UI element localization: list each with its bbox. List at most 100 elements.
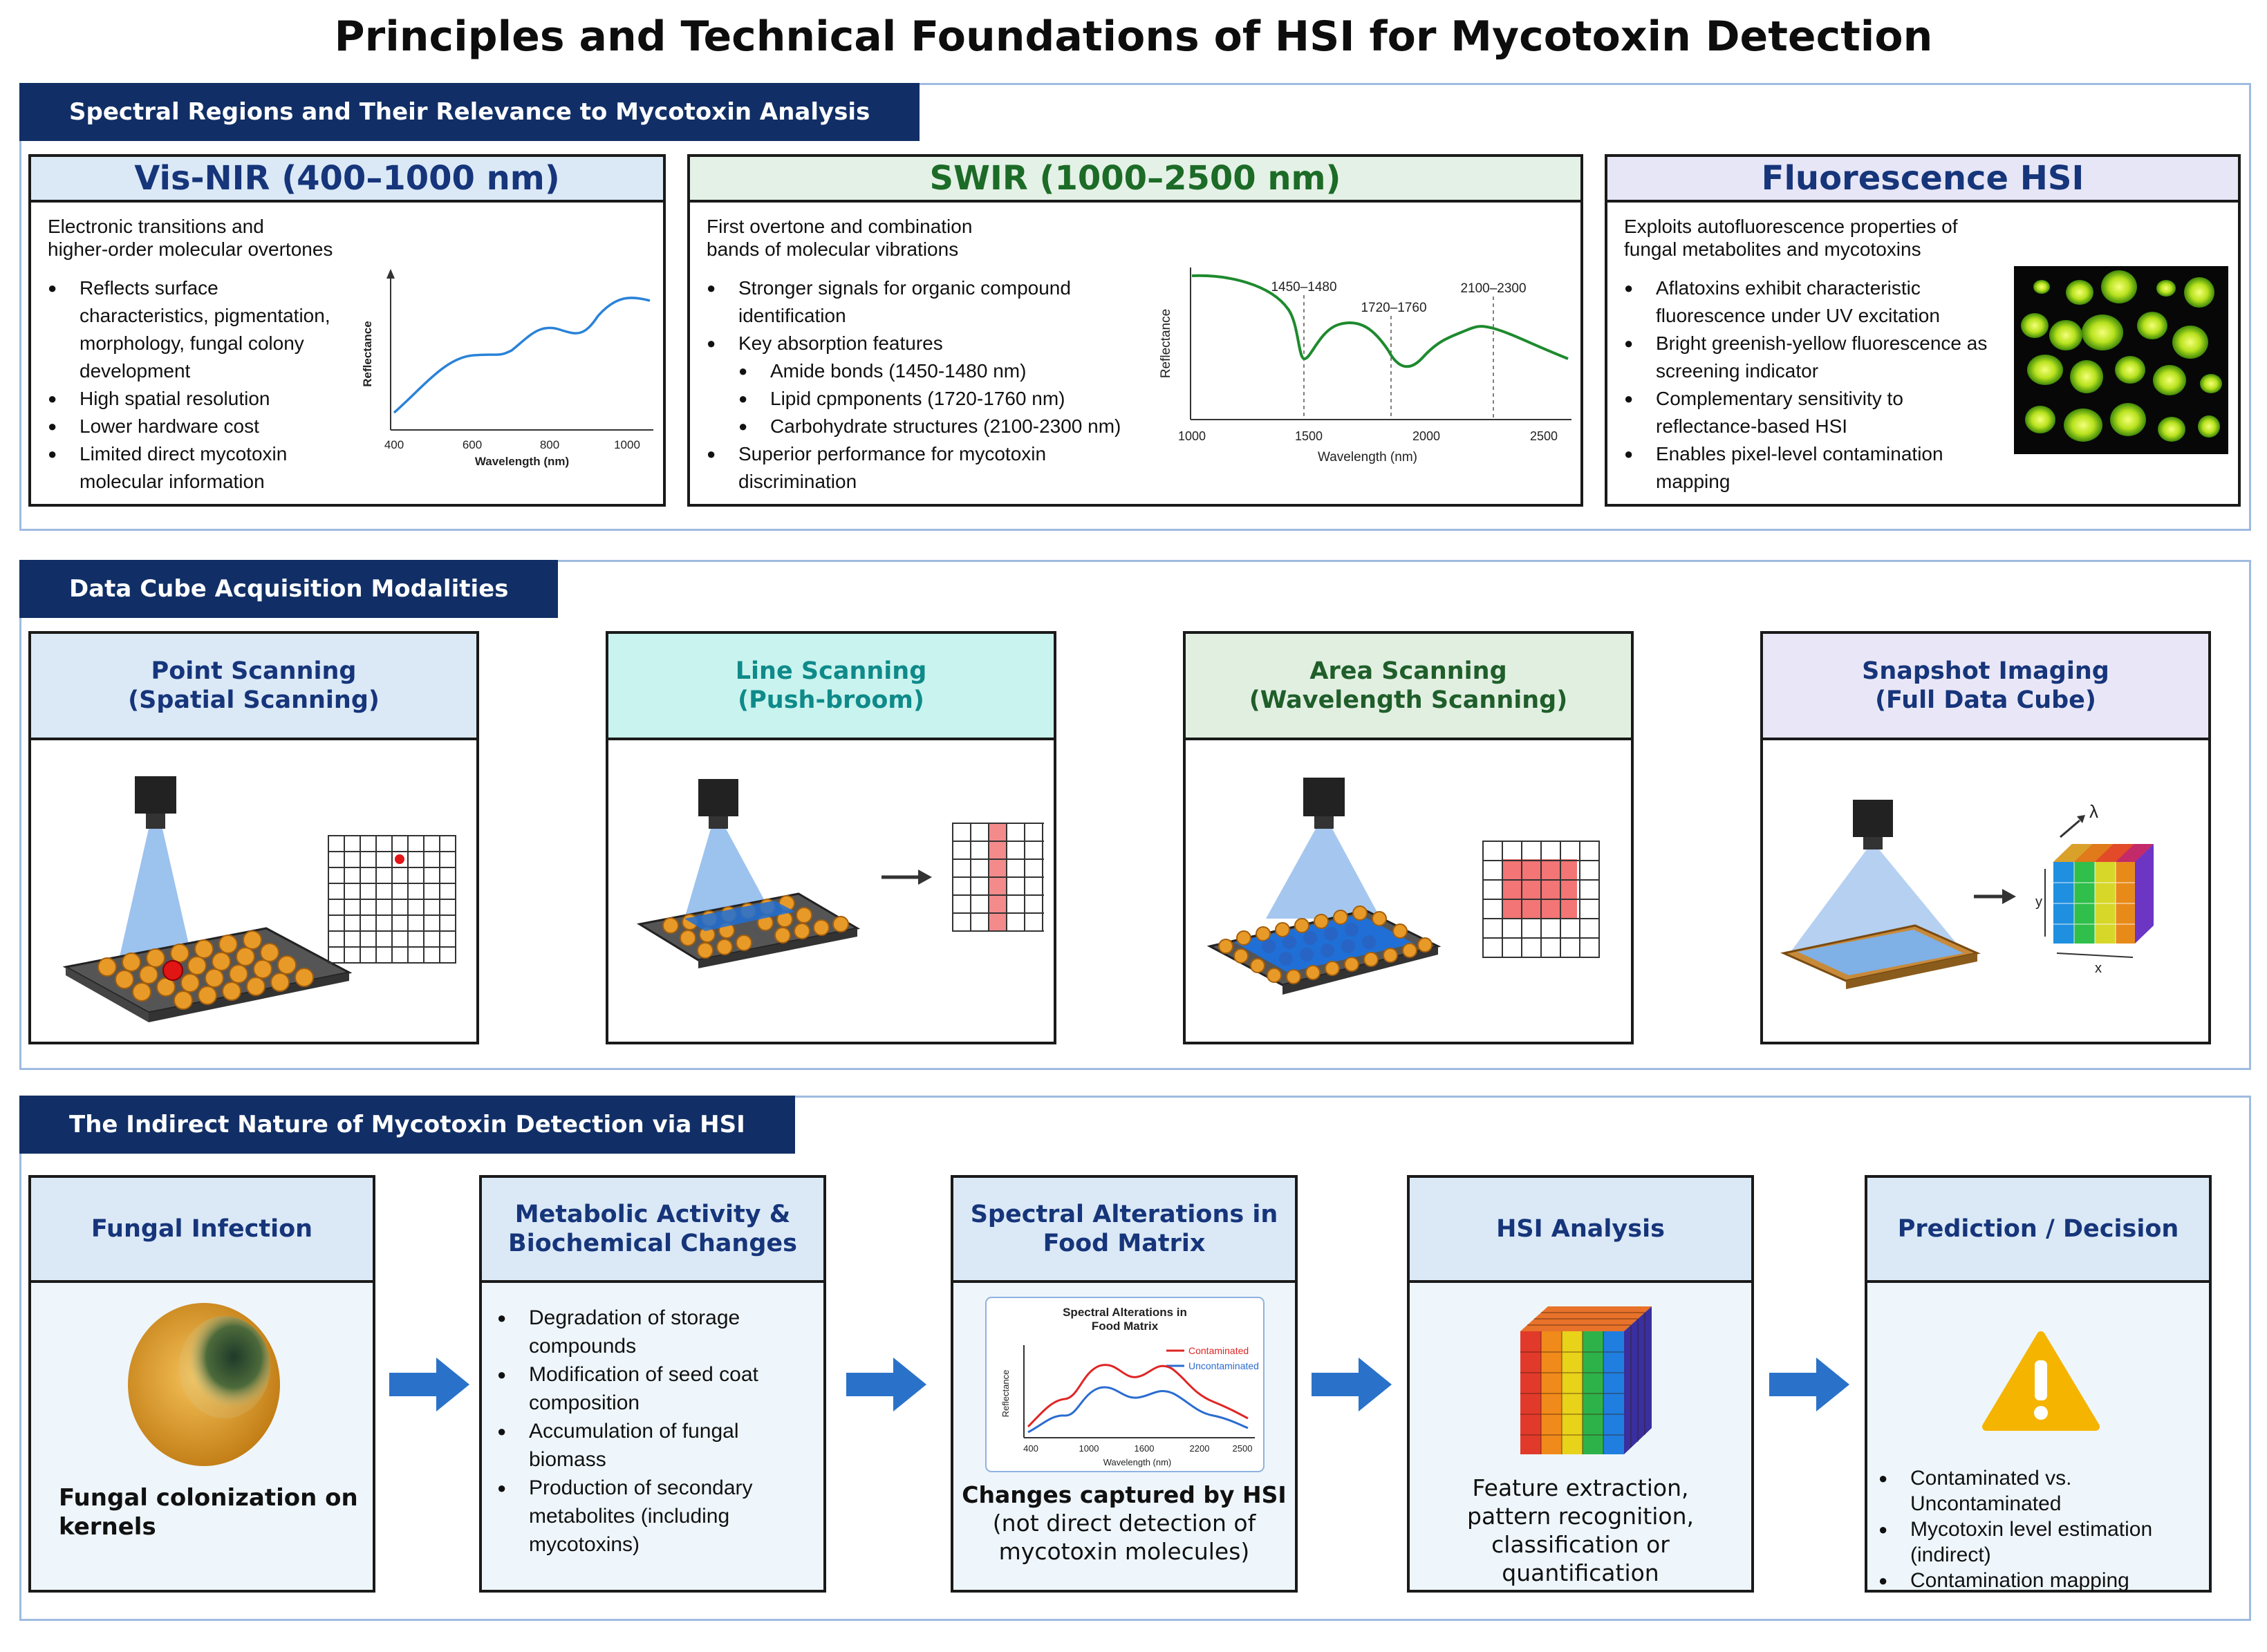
- panel-point-scanning: Point Scanning (Spatial Scanning): [28, 631, 479, 1044]
- prediction-decision-heading: Prediction / Decision: [1867, 1178, 2209, 1283]
- contaminated-curve: [1027, 1364, 1249, 1428]
- flow-arrow-icon: [1769, 1358, 1849, 1411]
- list-item: Amide bonds (1450-1480 nm): [707, 357, 1149, 385]
- line-scanning-illustration: [636, 779, 1044, 968]
- list-item: Bright greenish-yellow fluorescence as s…: [1624, 330, 1997, 385]
- hypercube-icon: [1520, 1306, 1652, 1454]
- hsi-analysis-body: Feature extraction, pattern recognition,…: [1410, 1283, 1751, 1590]
- list-item: Contaminated vs. Uncontaminated: [1878, 1465, 2203, 1517]
- swir-band-label: 1720–1760: [1361, 301, 1426, 315]
- tick-label: 1600: [1135, 1443, 1155, 1454]
- swir-bullets: Stronger signals for organic compound id…: [707, 274, 1149, 496]
- swir-curve: [1191, 274, 1569, 368]
- page-title: Principles and Technical Foundations of …: [334, 12, 1933, 61]
- spectral-regions-section: Spectral Regions and Their Relevance to …: [19, 83, 2251, 531]
- section-tab-acquisition: Data Cube Acquisition Modalities: [19, 560, 559, 618]
- tick-label: 1000: [614, 438, 640, 451]
- tick-label: 800: [540, 438, 559, 451]
- legend-uncontaminated: Uncontaminated: [1188, 1360, 1259, 1371]
- metabolic-activity-heading: Metabolic Activity & Biochemical Changes: [482, 1178, 823, 1283]
- acquisition-modalities-section: Data Cube Acquisition Modalities Point S…: [19, 560, 2251, 1070]
- hsi-analysis-heading: HSI Analysis: [1410, 1178, 1751, 1283]
- list-item: Mycotoxin level estimation (indirect): [1878, 1517, 2203, 1568]
- tick-label: 2000: [1412, 429, 1440, 443]
- tick-label: 600: [463, 438, 482, 451]
- line-scanning-heading: Line Scanning (Push-broom): [608, 634, 1054, 740]
- metabolic-bullets: Degradation of storage compounds Modific…: [497, 1304, 801, 1559]
- mini-chart-xlabel: Wavelength (nm): [1103, 1457, 1172, 1467]
- fungal-infection-heading: Fungal Infection: [31, 1178, 373, 1283]
- list-item: Modification of seed coat composition: [497, 1360, 801, 1417]
- list-item: Production of secondary metabolites (inc…: [497, 1474, 801, 1559]
- tick-label: 2200: [1190, 1443, 1210, 1454]
- panel-swir: SWIR (1000–2500 nm) First overtone and c…: [687, 154, 1583, 507]
- list-item: Carbohydrate structures (2100-2300 nm): [707, 413, 1149, 440]
- list-item: Enables pixel-level contamination mappin…: [1624, 440, 1997, 496]
- list-item: Degradation of storage compounds: [497, 1304, 801, 1360]
- snapshot-imaging-heading: Snapshot Imaging (Full Data Cube): [1763, 634, 2208, 740]
- swir-spectrum-chart: Reflectance 1450–1480 1720–1760 2100–230…: [1159, 267, 1571, 464]
- swir-intro: First overtone and combination bands of …: [707, 216, 973, 260]
- vis-nir-curve: [393, 297, 651, 414]
- panel-vis-nir: Vis-NIR (400–1000 nm) Electronic transit…: [28, 154, 666, 507]
- fluorescence-kernels-image: [2014, 266, 2228, 454]
- panel-area-scanning: Area Scanning (Wavelength Scanning): [1183, 631, 1634, 1044]
- spectral-cube-icon: [2053, 844, 2154, 944]
- list-item: Superior performance for mycotoxin discr…: [707, 440, 1149, 496]
- list-item: Accumulation of fungal biomass: [497, 1417, 801, 1474]
- swir-band-label: 1450–1480: [1271, 280, 1336, 294]
- list-item: Complementary sensitivity to reflectance…: [1624, 385, 1997, 440]
- section-tab-indirect-detection: The Indirect Nature of Mycotoxin Detecti…: [19, 1096, 795, 1154]
- warning-icon: [1982, 1331, 2100, 1431]
- flow-arrow-icon: [1312, 1358, 1392, 1411]
- list-item: High spatial resolution: [48, 385, 352, 413]
- cube-lambda-label: λ: [2089, 801, 2098, 822]
- flow-step-spectral-alterations: Spectral Alterations in Food Matrix Spec…: [951, 1175, 1298, 1593]
- list-item: Key absorption features: [707, 330, 1149, 357]
- list-item: Aflatoxins exhibit characteristic fluore…: [1624, 274, 1997, 330]
- mini-chart-title: Spectral Alterations in: [1063, 1306, 1187, 1319]
- prediction-decision-body: Contaminated vs. Uncontaminated Mycotoxi…: [1867, 1283, 2209, 1593]
- vis-nir-ylabel: Reflectance: [361, 321, 374, 386]
- list-item: Limited direct mycotoxin molecular infor…: [48, 440, 352, 496]
- tick-label: 1000: [1178, 429, 1206, 443]
- tick-label: 400: [1023, 1443, 1038, 1454]
- fluorescence-intro: Exploits autofluorescence properties of …: [1624, 216, 1958, 260]
- hsi-analysis-caption: Feature extraction, pattern recognition,…: [1467, 1474, 1694, 1586]
- vis-nir-xlabel: Wavelength (nm): [475, 455, 569, 468]
- spectral-alterations-chart: Spectral Alterations in Food Matrix Cont…: [985, 1297, 1265, 1472]
- vis-nir-bullets: Reflects surface characteristics, pigmen…: [48, 274, 352, 496]
- tick-label: 2500: [1530, 429, 1558, 443]
- flow-step-fungal-infection: Fungal Infection: [28, 1175, 375, 1593]
- fungal-caption: Fungal colonization on kernels: [59, 1484, 358, 1541]
- area-scanning-illustration: [1206, 778, 1600, 995]
- flow-arrow-icon: [389, 1358, 469, 1411]
- spectral-caption: Changes captured by HSI (not direct dete…: [962, 1481, 1287, 1565]
- fluorescence-bullets: Aflatoxins exhibit characteristic fluore…: [1624, 274, 1997, 496]
- flow-step-metabolic-activity: Metabolic Activity & Biochemical Changes…: [479, 1175, 826, 1593]
- flow-step-prediction-decision: Prediction / Decision Contaminated vs. U…: [1865, 1175, 2212, 1593]
- swir-heading: SWIR (1000–2500 nm): [690, 157, 1580, 203]
- vis-nir-intro: Electronic transitions and higher-order …: [48, 216, 333, 260]
- mini-chart-title: Food Matrix: [1092, 1320, 1159, 1333]
- fluorescence-heading: Fluorescence HSI: [1607, 157, 2238, 203]
- panel-snapshot-imaging: Snapshot Imaging (Full Data Cube): [1760, 631, 2211, 1044]
- tick-label: 2500: [1233, 1443, 1253, 1454]
- tick-label: 400: [384, 438, 404, 451]
- area-scanning-heading: Area Scanning (Wavelength Scanning): [1186, 634, 1631, 740]
- flow-step-hsi-analysis: HSI Analysis Feature extraction,: [1407, 1175, 1754, 1593]
- mini-chart-ylabel: Reflectance: [1000, 1370, 1011, 1418]
- point-scanning-illustration: [62, 776, 456, 1022]
- swir-ylabel: Reflectance: [1159, 309, 1173, 378]
- infected-kernel-image: [128, 1303, 280, 1466]
- fungal-infection-body: Fungal colonization on kernels: [31, 1283, 373, 1590]
- list-item: Contamination mapping: [1878, 1568, 2203, 1593]
- spectral-alterations-heading: Spectral Alterations in Food Matrix: [953, 1178, 1295, 1283]
- vis-nir-heading: Vis-NIR (400–1000 nm): [31, 157, 663, 203]
- swir-xlabel: Wavelength (nm): [1318, 450, 1417, 464]
- metabolic-activity-body: Degradation of storage compounds Modific…: [482, 1283, 823, 1590]
- cube-y-label: y: [2035, 894, 2042, 910]
- list-item: Reflects surface characteristics, pigmen…: [48, 274, 352, 385]
- tick-label: 1500: [1295, 429, 1323, 443]
- decision-bullets: Contaminated vs. Uncontaminated Mycotoxi…: [1878, 1465, 2203, 1593]
